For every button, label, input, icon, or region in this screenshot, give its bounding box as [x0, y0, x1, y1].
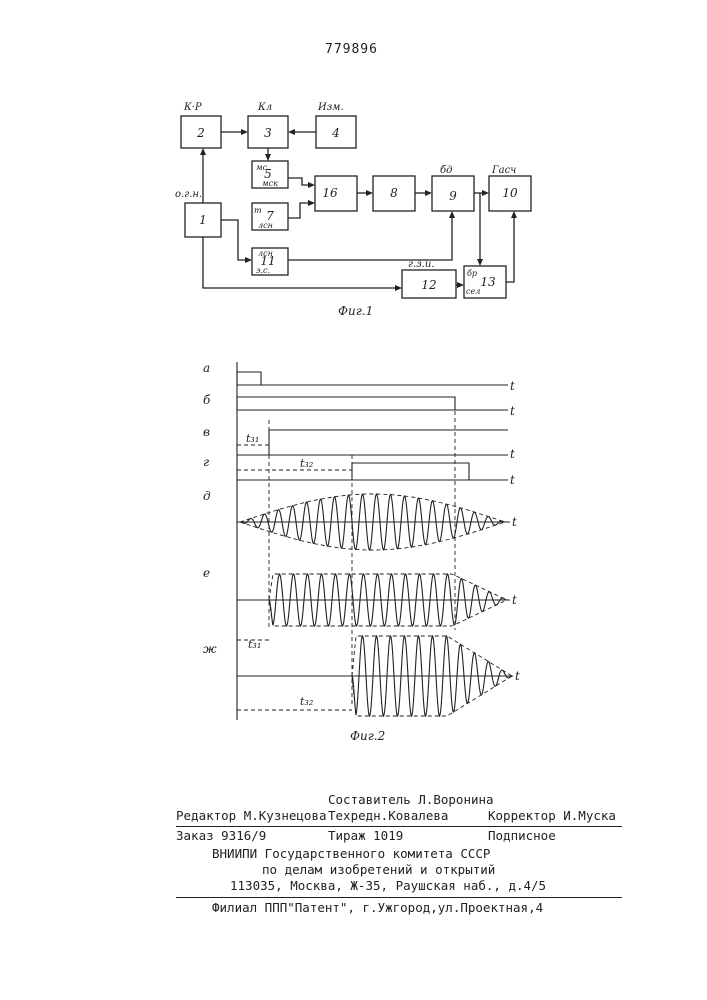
row-e-axis-label: t: [512, 593, 517, 607]
delay-t31-upper: t₃₁: [246, 432, 259, 445]
block-9-number: 9: [449, 189, 457, 203]
organization-line1: ВНИИПИ Государственного комитета СССР: [212, 846, 490, 861]
block-13-tag-bottom: сел: [466, 287, 480, 296]
block-12-tag: г.з.и.: [408, 259, 434, 270]
block-13-number: 13: [480, 275, 496, 289]
block-9-tag: бд: [440, 165, 452, 176]
divider-bottom: [176, 897, 622, 898]
row-v-axis-label: t: [510, 447, 515, 461]
block-11-tag-top: лсн: [258, 249, 273, 258]
figure-2-caption: Фиг.2: [350, 729, 385, 743]
block-12-number: 12: [421, 278, 436, 292]
figure-1-caption: Фиг.1: [338, 304, 373, 318]
block-2-number: 2: [196, 126, 205, 140]
block-13-tag: бр: [467, 269, 477, 278]
row-d-axis-label: t: [512, 515, 517, 529]
figure-2-timing-diagram: t t t t t t t а б в г д е ж t₃₁ t₃₂ t₃₁ …: [0, 330, 707, 750]
waveform-d-envelope-upper: [240, 494, 504, 522]
block-8-number: 8: [390, 186, 398, 200]
divider-top: [176, 826, 622, 827]
row-a-axis-label: t: [510, 379, 515, 393]
block-11-tag-bottom: э.с.: [256, 266, 270, 275]
row-d-label: д: [203, 489, 211, 503]
address: 113035, Москва, Ж-35, Раушская наб., д.4…: [230, 878, 546, 893]
row-v-label: в: [203, 425, 210, 439]
row-zh-label: ж: [203, 642, 217, 656]
techred: Техредн.Ковалева: [328, 808, 448, 823]
row-g-label: г: [203, 455, 209, 469]
delay-t32-upper: t₃₂: [300, 457, 313, 470]
row-e-label: е: [203, 566, 210, 580]
block-5-tag-bottom: мск: [262, 179, 278, 188]
block-3-tag: Кл: [257, 102, 272, 113]
block-16-number: 16: [322, 186, 338, 200]
waveform-zh-envelope-upper: [352, 636, 512, 676]
block-7-tag-top: m: [254, 206, 262, 215]
organization-line2: по делам изобретений и открытий: [262, 862, 495, 877]
block-4-tag: Изм.: [317, 102, 344, 113]
block-4-number: 4: [331, 126, 340, 140]
subscription: Подписное: [488, 828, 556, 843]
corrector: Корректор И.Муска: [488, 808, 616, 823]
row-b-axis-label: t: [510, 404, 515, 418]
delay-t32-lower: t₃₂: [300, 695, 313, 708]
delay-t31-lower: t₃₁: [248, 638, 261, 651]
block-1-tag: о.г.н.: [175, 189, 202, 200]
block-3-number: 3: [264, 126, 272, 140]
editor: Редактор М.Кузнецова: [176, 808, 327, 823]
row-zh-axis-label: t: [515, 669, 520, 683]
block-10-number: 10: [502, 186, 518, 200]
order: Заказ 9316/9: [176, 828, 266, 843]
circulation: Тираж 1019: [328, 828, 403, 843]
block-1-number: 1: [199, 213, 207, 227]
compiler: Составитель Л.Воронина: [328, 792, 494, 807]
row-g-axis-label: t: [510, 473, 515, 487]
branch: Филиал ППП"Патент", г.Ужгород,ул.Проектн…: [212, 900, 543, 915]
row-a-label: а: [203, 361, 210, 375]
row-b-label: б: [203, 393, 211, 407]
block-5-tag-top: мс: [256, 163, 268, 172]
block-7-tag-bottom: лсн: [258, 221, 273, 230]
block-10-tag: Гасч: [491, 165, 516, 176]
figure-1-block-diagram: 2 3 4 5 16 8 9 10 1 7 11 12 13 К·Р Кл Из…: [0, 0, 707, 330]
block-2-tag: К·Р: [183, 102, 202, 113]
waveform-zh-envelope-lower: [352, 676, 512, 716]
